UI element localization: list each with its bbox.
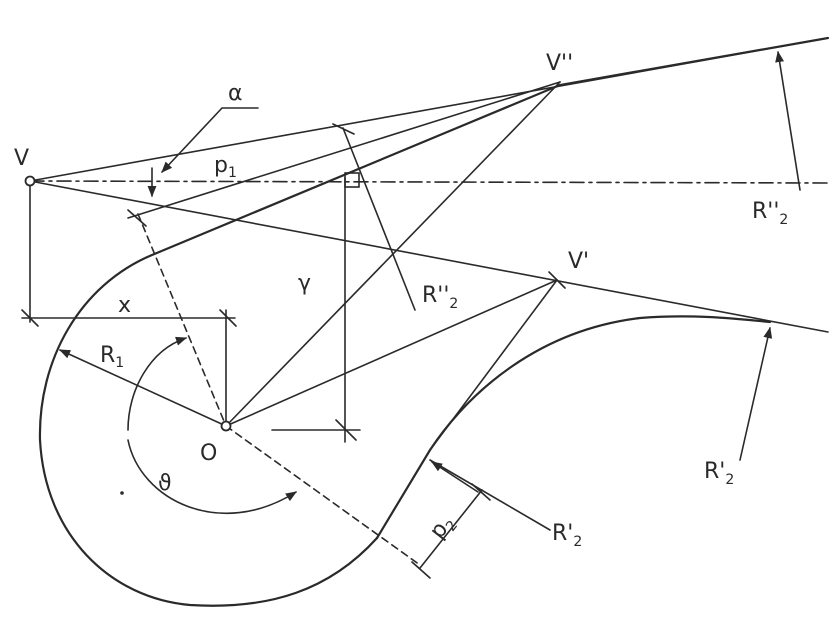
point-O [220, 420, 232, 432]
label-R2pp-right-sub: 2 [779, 212, 788, 228]
label-R1: R1 [100, 343, 124, 371]
label-R2p-right-main: R' [704, 459, 725, 484]
dashed-lower-line [225, 425, 421, 566]
R1-arrow [58, 349, 227, 427]
label-x: x [118, 293, 131, 318]
label-phi: ϑ [158, 471, 172, 496]
x-tick-left [21, 309, 39, 327]
label-gamma: γ [298, 271, 311, 296]
label-alpha: α [228, 81, 243, 106]
line-tangent-cross [342, 127, 416, 311]
label-p1-main: p [214, 153, 228, 178]
p2-tick-upper [471, 483, 491, 501]
dashed-axis-line [137, 213, 227, 427]
alpha-leader [161, 107, 259, 173]
R2pp-right-arrow [775, 50, 801, 191]
label-R2p-right: R'2 [704, 459, 734, 488]
p1-line [127, 81, 561, 219]
x-tick-right [219, 309, 237, 327]
R2p-right-arrow [739, 326, 773, 461]
label-R2p-lower: R'2 [552, 521, 582, 550]
cam-profile-outer [38, 36, 830, 607]
point-V [24, 175, 36, 187]
Vp-tick [548, 271, 566, 289]
label-p1: p1 [214, 153, 237, 181]
label-V: V [14, 146, 29, 171]
label-V-double-prime: V'' [546, 51, 573, 76]
label-p2: p2 [425, 510, 461, 545]
R2p-lower-arrow [431, 461, 479, 493]
label-R2pp-right: R''2 [752, 199, 788, 228]
label-R2p-lower-main: R' [552, 521, 573, 546]
right-angle-mark [344, 172, 360, 188]
label-O: O [200, 441, 217, 466]
line-Vp-down [429, 279, 558, 451]
label-R2p-right-sub: 2 [725, 472, 734, 488]
label-p1-sub: 1 [228, 165, 237, 181]
label-R1-sub: 1 [115, 355, 124, 371]
label-R2pp-mid-main: R'' [422, 283, 449, 308]
center-line [29, 180, 829, 184]
p1-cross-tick [332, 123, 355, 135]
line-O-to-Vp [225, 279, 558, 427]
p2-dimension-line [419, 489, 483, 569]
gamma-bottom-tick [335, 419, 357, 441]
label-V-prime: V' [568, 249, 589, 274]
label-R2p-lower-sub: 2 [573, 534, 582, 550]
p2-normal-line [429, 459, 551, 531]
p2-tick-lower [411, 561, 431, 579]
dot-mark [120, 491, 124, 495]
label-R2pp-right-main: R'' [752, 199, 779, 224]
angle-arc-upper [127, 336, 188, 431]
angle-arc-lower [127, 439, 297, 515]
label-R2pp-mid-sub: 2 [449, 296, 458, 312]
label-R1-main: R [100, 343, 115, 368]
p1-tick [127, 209, 147, 227]
cam-profile-lower [375, 315, 772, 540]
label-R2pp-mid: R''2 [422, 283, 458, 312]
